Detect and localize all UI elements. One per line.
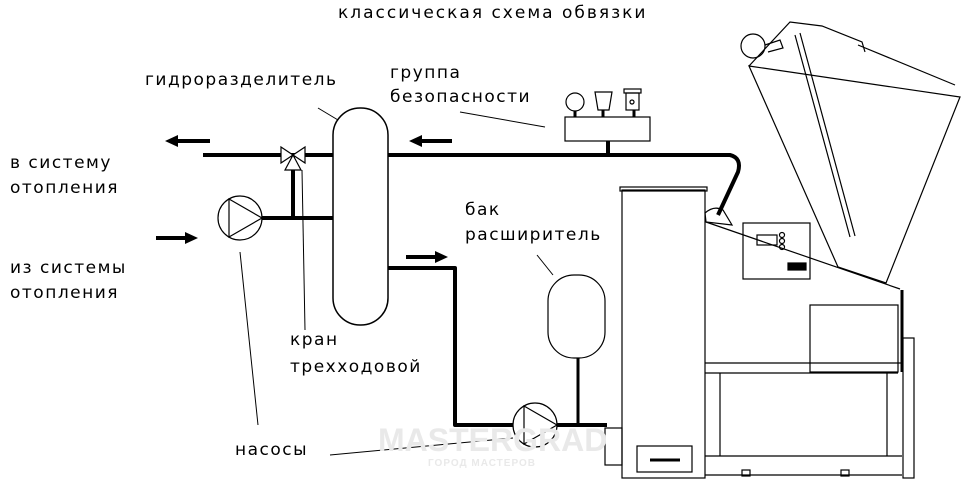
air-vent-icon xyxy=(594,91,613,111)
expansion-tank xyxy=(547,274,606,359)
boiler-door xyxy=(636,445,693,473)
pump-icon-boiler xyxy=(512,402,559,448)
label-from-heating-line2: отопления xyxy=(10,283,120,303)
pipes xyxy=(203,141,741,427)
label-to-heating-line2: отопления xyxy=(10,178,120,198)
label-from-heating-line1: из системы xyxy=(10,258,127,278)
three-way-valve-icon xyxy=(280,145,306,171)
label-pumps: насосы xyxy=(235,440,309,460)
diagram-title: классическая схема обвязки xyxy=(338,3,648,23)
flow-arrow-boiler-loop xyxy=(406,251,448,263)
boiler xyxy=(604,21,961,479)
label-expansion-tank-line2: расширитель xyxy=(465,225,602,245)
leader-lines xyxy=(239,107,554,456)
label-to-heating-line1: в систему xyxy=(10,153,112,173)
flow-arrow-return-boiler xyxy=(409,135,452,147)
label-expansion-tank-line1: бак xyxy=(465,200,501,220)
controller-panel xyxy=(742,222,811,280)
pressure-gauge-icon xyxy=(565,92,585,112)
hydro-separator xyxy=(332,107,389,326)
flow-arrow-return xyxy=(156,232,198,244)
pump-icon-return xyxy=(217,195,264,241)
label-valve-line2: трехходовой xyxy=(290,357,422,377)
label-safety-group-line2: безопасности xyxy=(390,87,532,107)
label-valve-line1: кран xyxy=(290,330,339,350)
label-hydro-separator: гидроразделитель xyxy=(145,70,338,90)
safety-valve-icon xyxy=(625,92,640,111)
controller-display xyxy=(756,234,778,246)
label-safety-group-line1: группа xyxy=(390,63,462,83)
flow-arrow-supply xyxy=(165,135,210,147)
safety-group xyxy=(564,88,651,142)
